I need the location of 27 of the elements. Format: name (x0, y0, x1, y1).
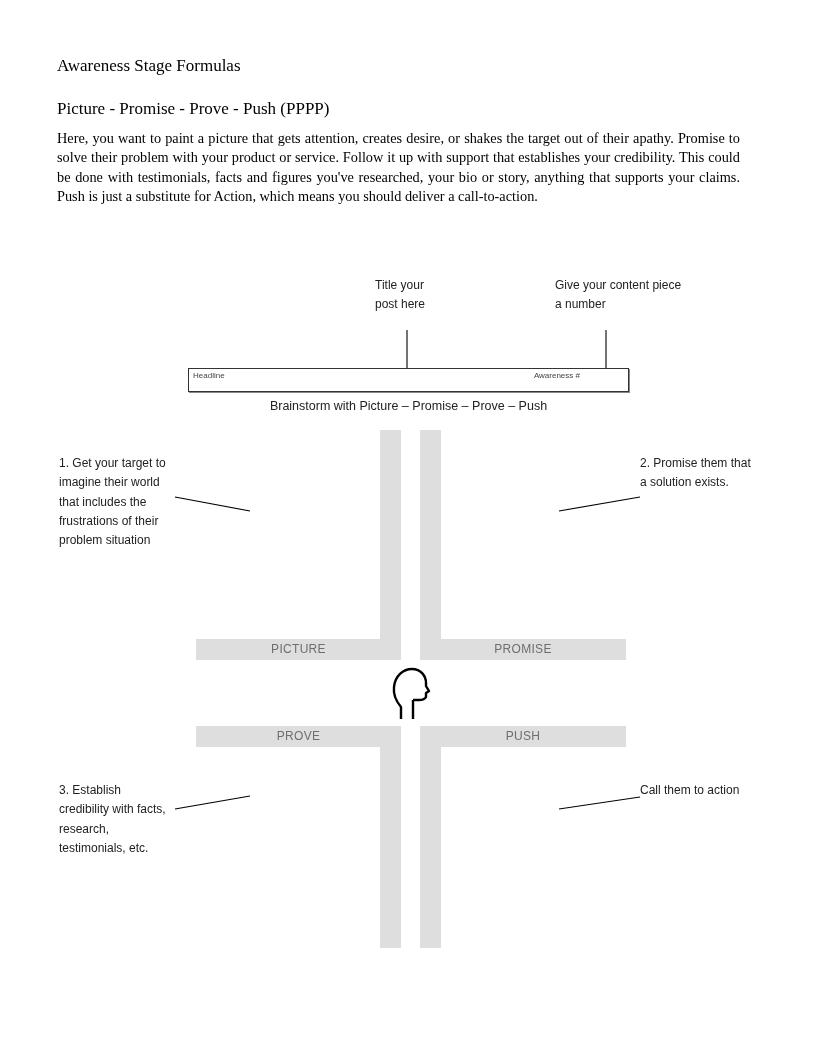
leader-line (174, 795, 251, 810)
callout-text: Call them to action (640, 781, 740, 823)
callout-text: Title your post here (375, 276, 441, 318)
quadrant-shape (420, 726, 626, 948)
callout-text: 2. Promise them that a solution exists. (640, 454, 752, 514)
quadrant-label: PROVE (275, 729, 322, 744)
callout-text: Give your content piece a number (555, 276, 685, 318)
page-title: Awareness Stage Formulas (57, 56, 241, 76)
quadrant-shape (196, 726, 401, 948)
section-heading: Picture - Promise - Prove - Push (PPPP) (57, 99, 331, 119)
quadrant-shape (420, 430, 626, 660)
leader-line (558, 496, 641, 512)
quadrant-label: PICTURE (270, 642, 327, 657)
quadrant-label: PROMISE (493, 642, 553, 657)
headline-bar (188, 368, 629, 392)
field-label: Headline (193, 371, 225, 380)
callout-text: 3. Establish credibility with facts, research, testimonials, etc. (59, 781, 171, 861)
body-paragraph: Here, you want to paint a picture that gets attention, creates desire, or shakes the target out of their apathy. Promise to solve their problem with your product or service. Follow it up with support that establishes your credibility. This could be done with testimonials, facts and figures you've researched, your bio or story, anything that supports your claims. Push is just a substitute for Action, which means you should deliver a call-to-action. (57, 129, 740, 207)
callout-text: 1. Get your target to imagine their world that includes the frustrations of their problem situation (59, 454, 171, 594)
quadrant-label: PUSH (504, 729, 542, 744)
leader-line (174, 496, 251, 512)
field-label: Awareness # (533, 371, 580, 380)
caption-text: Brainstorm with Picture – Promise – Prove – Push (268, 399, 549, 413)
leader-line (406, 329, 408, 369)
quadrant-shape (196, 430, 401, 660)
leader-line (558, 796, 641, 810)
leader-line (605, 329, 607, 369)
